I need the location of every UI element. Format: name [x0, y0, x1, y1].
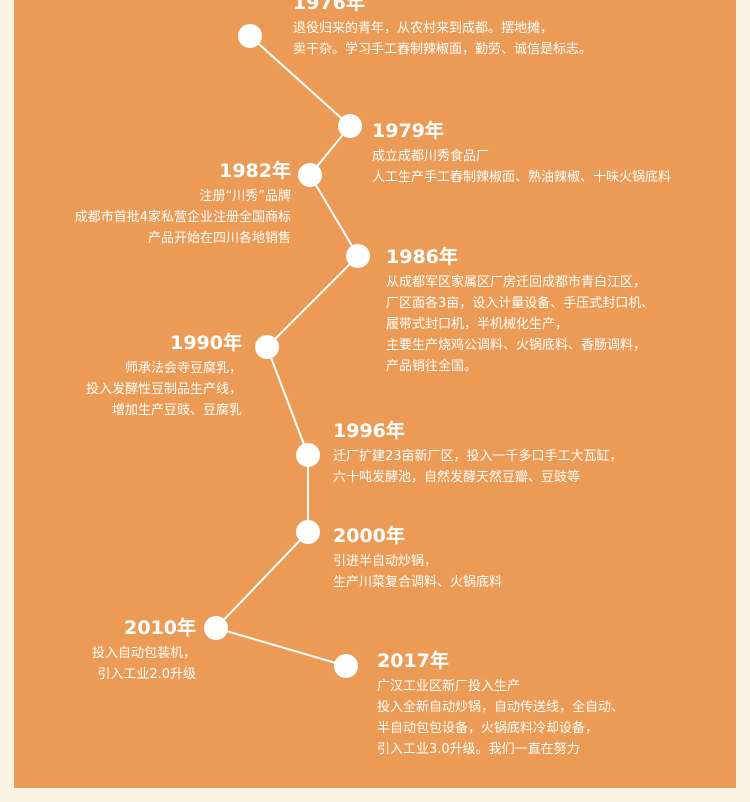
timeline-desc: 注册“川秀”品牌 成都市首批4家私营企业注册全国商标 产品开始在四川各地销售 — [75, 186, 291, 249]
timeline-desc: 引进半自动炒锅， 生产川菜复合调料、火锅底料 — [333, 551, 502, 593]
timeline-desc-line: 投入全新自动炒锅，自动传送线，全自动、 — [377, 700, 625, 715]
timeline-desc-line: 迁厂扩建23亩新厂区，投入一千多口手工大瓦缸， — [333, 449, 623, 464]
timeline-year: 1982年 — [219, 160, 291, 182]
timeline-desc-line: 厂区面各3亩，设入计量设备、手压式封口机、 — [386, 296, 655, 311]
timeline-node-1979 — [338, 114, 362, 138]
timeline-desc-line: 产品开始在四川各地销售 — [147, 231, 291, 246]
timeline-desc-line: 成立成都川秀食品厂 — [372, 149, 490, 164]
timeline-entry-2010: 2010年 投入自动包装机， 引入工业2.0升级 — [92, 617, 196, 685]
timeline-desc: 从成都军区家属区厂房迁回成都市青白江区， 厂区面各3亩，设入计量设备、手压式封口… — [386, 272, 654, 377]
timeline-desc-line: 六十吨发酵池，自然发酵天然豆瓣、豆豉等 — [333, 470, 581, 485]
timeline-desc-line: 注册“川秀”品牌 — [199, 189, 291, 204]
timeline-node-1986 — [346, 244, 370, 268]
timeline-desc-line: 引进半自动炒锅， — [333, 554, 438, 569]
timeline-node-1982 — [298, 163, 322, 187]
timeline-entry-2017: 2017年 广汉工业区新厂投入生产 投入全新自动炒锅，自动传送线，全自动、 半自… — [377, 650, 624, 760]
timeline-entry-1990: 1990年 师承法会寺豆腐乳， 投入发酵性豆制品生产线， 增加生产豆豉、豆腐乳 — [86, 332, 242, 421]
timeline-year: 2010年 — [124, 617, 196, 639]
timeline-entry-2000: 2000年 引进半自动炒锅， 生产川菜复合调料、火锅底料 — [333, 525, 502, 593]
timeline-desc: 投入自动包装机， 引入工业2.0升级 — [92, 643, 196, 685]
timeline-desc-line: 引入工业3.0升级。我们一直在努力 — [377, 742, 580, 757]
timeline-panel: 1976年 退役归来的青年，从农村来到成都。摆地摊， 卖干杂。学习手工舂制辣椒面… — [14, 0, 736, 788]
timeline-entry-1976: 1976年 退役归来的青年，从农村来到成都。摆地摊， 卖干杂。学习手工舂制辣椒面… — [293, 0, 592, 60]
timeline-desc-line: 从成都军区家属区厂房迁回成都市青白江区， — [386, 275, 647, 290]
timeline-node-1996 — [296, 443, 320, 467]
timeline-desc-line: 投入自动包装机， — [91, 646, 196, 661]
timeline-year: 1990年 — [170, 332, 242, 354]
timeline-desc: 师承法会寺豆腐乳， 投入发酵性豆制品生产线， 增加生产豆豉、豆腐乳 — [86, 358, 242, 421]
timeline-desc-line: 引入工业2.0升级 — [97, 667, 196, 682]
timeline-entry-1986: 1986年 从成都军区家属区厂房迁回成都市青白江区， 厂区面各3亩，设入计量设备… — [386, 246, 654, 377]
timeline-desc-line: 产品销往全国。 — [386, 359, 478, 374]
timeline-year: 2000年 — [333, 525, 405, 547]
timeline-desc-line: 退役归来的青年，从农村来到成都。摆地摊， — [293, 21, 554, 36]
timeline-desc-line: 主要生产烧鸡公调料、火锅底料、香肠调料， — [386, 338, 647, 353]
timeline-desc-line: 师承法会寺豆腐乳， — [124, 361, 242, 376]
timeline-desc-line: 人工生产手工舂制辣椒面、熟油辣椒、十味火锅底料 — [372, 170, 672, 185]
timeline-desc-line: 增加生产豆豉、豆腐乳 — [111, 403, 242, 418]
timeline-node-2010 — [204, 616, 228, 640]
timeline-node-1990 — [255, 335, 279, 359]
timeline-desc-line: 成都市首批4家私营企业注册全国商标 — [74, 210, 291, 225]
timeline-year: 1986年 — [386, 246, 458, 268]
timeline-node-2017 — [334, 654, 358, 678]
timeline-year: 1979年 — [372, 120, 444, 142]
timeline-desc-line: 履带式封口机，半机械化生产， — [386, 317, 569, 332]
timeline-desc: 迁厂扩建23亩新厂区，投入一千多口手工大瓦缸， 六十吨发酵池，自然发酵天然豆瓣、… — [333, 446, 623, 488]
timeline-desc: 成立成都川秀食品厂 人工生产手工舂制辣椒面、熟油辣椒、十味火锅底料 — [372, 146, 671, 188]
timeline-desc: 广汉工业区新厂投入生产 投入全新自动炒锅，自动传送线，全自动、 半自动包包设备，… — [377, 676, 624, 760]
timeline-year: 2017年 — [377, 650, 449, 672]
timeline-node-1976 — [238, 24, 262, 48]
timeline-node-2000 — [296, 520, 320, 544]
timeline-desc-line: 投入发酵性豆制品生产线， — [85, 382, 242, 397]
timeline-desc-line: 生产川菜复合调料、火锅底料 — [333, 575, 503, 590]
timeline-year: 1996年 — [333, 420, 405, 442]
timeline-entry-1982: 1982年 注册“川秀”品牌 成都市首批4家私营企业注册全国商标 产品开始在四川… — [75, 160, 291, 249]
timeline-desc-line: 广汉工业区新厂投入生产 — [377, 679, 521, 694]
timeline-desc: 退役归来的青年，从农村来到成都。摆地摊， 卖干杂。学习手工舂制辣椒面，勤劳、诚信… — [293, 18, 592, 60]
timeline-year: 1976年 — [293, 0, 365, 14]
timeline-entry-1996: 1996年 迁厂扩建23亩新厂区，投入一千多口手工大瓦缸， 六十吨发酵池，自然发… — [333, 420, 623, 488]
timeline-entry-1979: 1979年 成立成都川秀食品厂 人工生产手工舂制辣椒面、熟油辣椒、十味火锅底料 — [372, 120, 671, 188]
timeline-desc-line: 半自动包包设备，火锅底料冷却设备， — [377, 721, 599, 736]
timeline-desc-line: 卖干杂。学习手工舂制辣椒面，勤劳、诚信是标志。 — [293, 42, 593, 57]
